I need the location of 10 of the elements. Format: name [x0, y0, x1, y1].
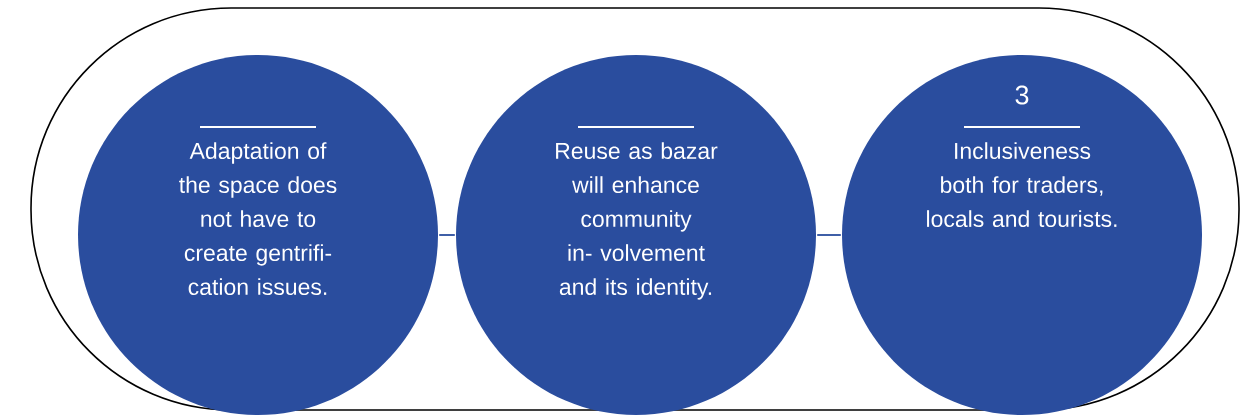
connector-dash	[816, 234, 842, 236]
step-text: Inclusiveness both for traders, locals and tourists.	[927, 142, 1117, 228]
frame-outline	[30, 7, 1240, 411]
step-number: 3	[1015, 85, 1029, 105]
step-circle	[78, 55, 438, 415]
connector-dash	[438, 234, 456, 236]
step-circle	[456, 55, 816, 415]
step-text: Reuse as bazar will enhance community in- volvement and its identity.	[556, 142, 718, 300]
step-circle	[842, 55, 1202, 415]
step-text: Adaptation of the space does not have to create gentrifi- cation issues.	[179, 142, 337, 296]
